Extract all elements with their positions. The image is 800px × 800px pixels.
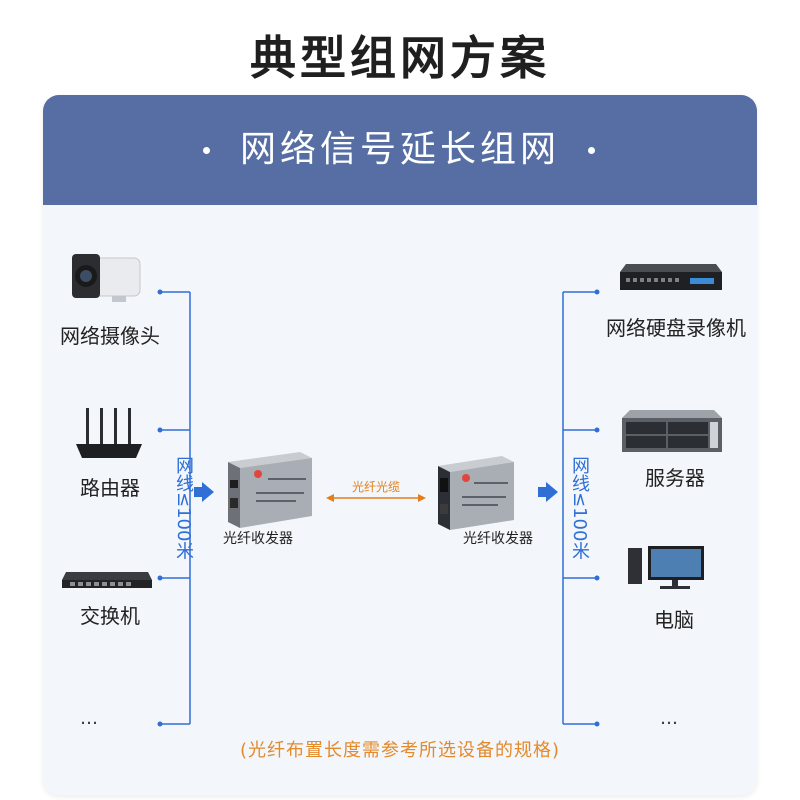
- nvr-icon: [620, 264, 722, 290]
- desktop-computer-icon: [628, 546, 704, 589]
- converter-label-right: 光纤收发器: [463, 531, 533, 547]
- footer-note: (光纤布置长度需参考所选设备的规格): [239, 740, 561, 761]
- fiber-link-arrow: [326, 494, 426, 502]
- right-arrow-icon: [538, 482, 558, 502]
- left-bracket-dots: [157, 289, 163, 727]
- right-device-label-nvr: 网络硬盘录像机: [606, 316, 746, 340]
- left-cable-bracket: [160, 291, 191, 725]
- header-dot-left: [203, 147, 210, 154]
- right-bracket-dots: [594, 289, 600, 727]
- ip-camera-icon: [72, 254, 141, 302]
- cable-length-note-left: 网线≤100米: [173, 456, 194, 560]
- right-cable-bracket: [562, 291, 597, 725]
- page-title: 典型组网方案: [250, 31, 550, 85]
- fiber-converter-left-icon: [228, 452, 312, 528]
- left-device-label-router: 路由器: [80, 476, 140, 500]
- header-dot-right: [588, 147, 595, 154]
- router-icon: [76, 408, 142, 458]
- left-device-label-switch: 交换机: [80, 604, 140, 628]
- fiber-cable-label: 光纤光缆: [351, 480, 401, 494]
- converter-label-left: 光纤收发器: [223, 531, 293, 547]
- server-icon: [622, 410, 722, 452]
- switch-icon: [62, 572, 152, 588]
- left-device-label-camera: 网络摄像头: [60, 324, 160, 348]
- cable-length-note-right: 网线≤100米: [569, 456, 590, 560]
- fiber-converter-right-icon: [438, 456, 514, 530]
- right-device-more: …: [660, 708, 680, 729]
- right-device-label-server: 服务器: [645, 466, 705, 490]
- left-arrow-icon: [194, 482, 214, 502]
- card-header: [43, 95, 757, 205]
- card-title: 网络信号延长组网: [239, 129, 560, 170]
- right-device-label-computer: 电脑: [654, 608, 694, 632]
- left-device-more: …: [80, 708, 100, 729]
